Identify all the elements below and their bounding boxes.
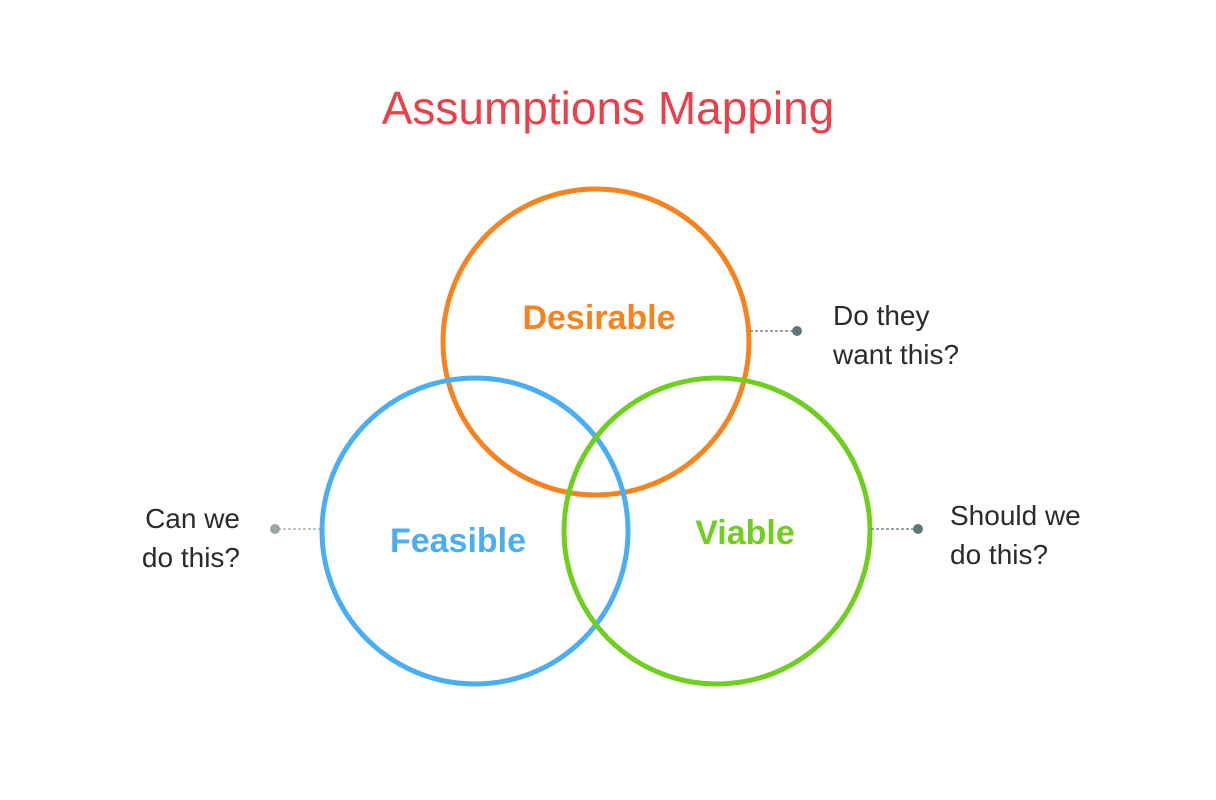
desirable-circle xyxy=(440,186,752,498)
feasible-question-line2: do this? xyxy=(141,542,240,573)
viable-circle xyxy=(561,375,873,687)
desirable-label: Desirable xyxy=(522,299,675,337)
desirable-question-line1: Do they xyxy=(833,300,930,331)
desirable-question: Do they want this? xyxy=(833,296,959,374)
desirable-connector-dot xyxy=(792,326,802,336)
feasible-connector-dot xyxy=(270,524,280,534)
feasible-question: Can we do this? xyxy=(110,499,240,577)
diagram-title: Assumptions Mapping xyxy=(381,82,835,134)
desirable-question-line2: want this? xyxy=(833,339,960,370)
viable-label: Viable xyxy=(695,514,795,552)
viable-question: Should we do this? xyxy=(950,496,1081,574)
viable-question-line2: do this? xyxy=(950,539,1049,570)
feasible-circle xyxy=(319,375,631,687)
feasible-question-line1: Can we xyxy=(145,503,240,534)
feasible-label: Feasible xyxy=(390,522,526,560)
viable-connector-dot xyxy=(913,524,923,534)
viable-question-line1: Should we xyxy=(950,500,1081,531)
